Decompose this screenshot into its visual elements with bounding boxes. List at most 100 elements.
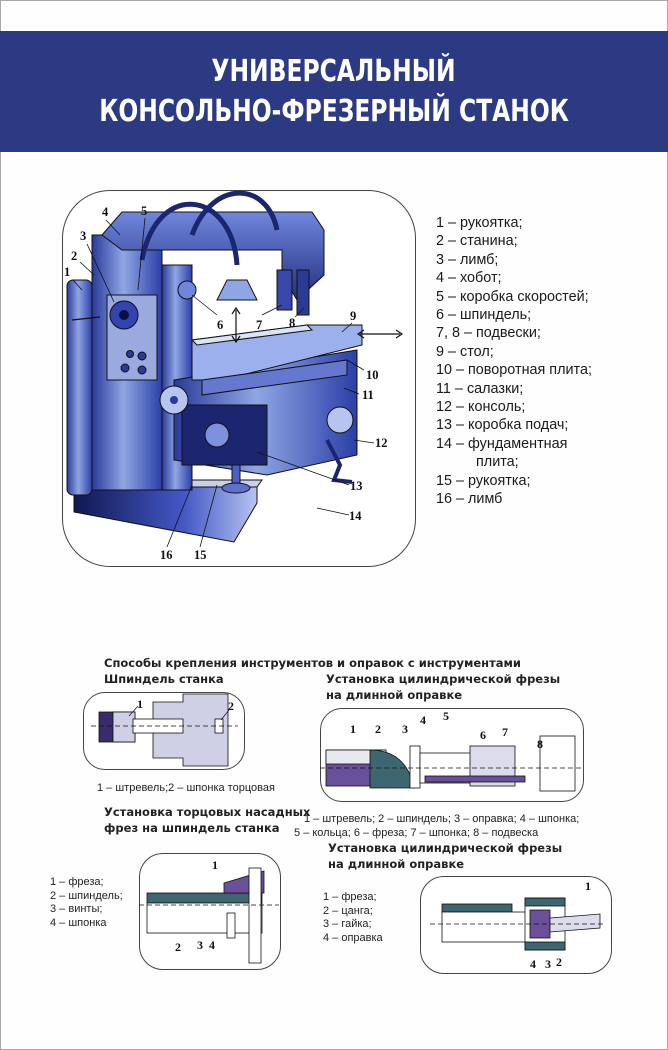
- column-rear: [66, 279, 93, 496]
- callout-9: 9: [350, 309, 356, 323]
- long-arbor-caption-2: 5 – кольца; 6 – фреза; 7 – шпонка; 8 – п…: [294, 827, 539, 839]
- face-mill-legend: 1 – фреза; 2 – шпиндель; 3 – винты; 4 – …: [50, 876, 123, 930]
- legend-item: 11 – салазки;: [436, 380, 524, 397]
- feed-dial: [204, 422, 230, 448]
- callout-7: 7: [256, 318, 262, 332]
- face-mill-callout-1: 1: [212, 858, 218, 872]
- spindle-title: Шпиндель станка: [104, 672, 224, 686]
- handwheel-hub: [170, 396, 178, 404]
- collet-title-1: Установка цилиндрической фрезы: [328, 841, 563, 855]
- legend-item: 10 – поворотная плита;: [436, 362, 592, 379]
- arbor-callout-6: 6: [480, 728, 486, 742]
- arbor-callout-8: 8: [537, 737, 543, 751]
- legend-item: 6 – шпиндель;: [436, 307, 532, 324]
- face-mill-callout-3: 3: [197, 938, 203, 952]
- milling-machine-illustration: 1 2 3 4 5 6 7 8 9 10 11 12 13 14 16 15: [64, 190, 404, 562]
- callout-8: 8: [289, 316, 295, 330]
- lamp-cable: [139, 201, 240, 266]
- dial-center: [119, 310, 129, 320]
- long-arbor-title-1: Установка цилиндрической фрезы: [326, 672, 561, 686]
- spindle-drawing: 1 2: [91, 693, 238, 767]
- legend-item: 7, 8 – подвески;: [436, 325, 541, 342]
- collet-legend-item: 2 – цанга;: [323, 904, 373, 917]
- spindle-caption: 1 – штревель;2 – шпонка торцовая: [97, 782, 275, 794]
- face-mill-title-2: фрез на шпиндель станка: [104, 821, 280, 835]
- overarm: [101, 211, 325, 301]
- title-banner: УНИВЕРСАЛЬНЫЙ КОНСОЛЬНО-ФРЕЗЕРНЫЙ СТАНОК: [0, 31, 668, 152]
- face-mill-legend-item: 3 – винты;: [50, 903, 103, 915]
- collet-callout-3: 3: [545, 957, 551, 971]
- arbor-callout-7: 7: [502, 725, 508, 739]
- collet-callout-4: 4: [530, 957, 536, 971]
- callout-1: 1: [64, 265, 70, 279]
- callout-11: 11: [362, 388, 374, 402]
- face-mill-legend-item: 2 – шпиндель;: [50, 889, 123, 902]
- arbor-callout-4: 4: [420, 713, 426, 727]
- callout-14: 14: [349, 509, 362, 523]
- knob: [137, 365, 147, 375]
- callout-2: 2: [71, 249, 77, 263]
- collet-legend: 1 – фреза; 2 – цанга; 3 – гайка; 4 – опр…: [323, 891, 383, 945]
- spindle: [177, 280, 197, 300]
- callout-4: 4: [102, 205, 109, 219]
- long-arbor-title-2: на длинной оправке: [326, 688, 463, 702]
- saddle: [201, 359, 348, 396]
- legend-item: 2 – станина;: [436, 233, 518, 250]
- arbor-callout-5: 5: [443, 709, 449, 723]
- tooling-section-title: Способы крепления инструментов и оправок…: [104, 656, 521, 670]
- callout-6: 6: [217, 318, 223, 332]
- collet-drawing: 1 2 3 4: [430, 879, 605, 971]
- callout-12: 12: [375, 436, 388, 450]
- spindle-callout-2: 2: [228, 699, 234, 713]
- spindle-callout-1: 1: [137, 697, 143, 711]
- arbor-support-7: [276, 269, 293, 311]
- face-mill-title-1: Установка торцовых насадных: [104, 805, 311, 819]
- collet-legend-item: 4 – оправка: [323, 931, 383, 944]
- face-mill-drawing: 1 2 3 4: [139, 858, 279, 964]
- knob: [126, 350, 134, 358]
- title-line-1: УНИВЕРСАЛЬНЫЙ: [211, 53, 457, 89]
- collet-callout-1: 1: [585, 879, 591, 893]
- table-top: [190, 324, 314, 346]
- callout-3: 3: [80, 229, 86, 243]
- legend-item: 14 – фундаментная: [436, 435, 568, 452]
- callout-leaders: [72, 217, 375, 548]
- arbor-callout-2: 2: [375, 722, 381, 736]
- arbor-callout-3: 3: [402, 722, 408, 736]
- lamp-cable-2: [189, 190, 280, 236]
- handwheel-right: [326, 406, 354, 434]
- face-mill-legend-item: 4 – шпонка: [50, 916, 107, 929]
- legend-item: 4 – хобот;: [436, 270, 502, 287]
- long-arbor-caption-1: 1 – штревель; 2 – шпиндель; 3 – оправка;…: [304, 813, 580, 825]
- knob: [120, 363, 130, 373]
- callout-13: 13: [350, 479, 363, 493]
- arbor-support-8: [296, 269, 310, 316]
- face-mill-callout-2: 2: [175, 940, 181, 954]
- arbor-callout-1: 1: [350, 722, 356, 736]
- title-line-2: КОНСОЛЬНО-ФРЕЗЕРНЫЙ СТАНОК: [99, 93, 569, 129]
- foundation-plate: [73, 486, 258, 543]
- legend-item: 16 – лимб: [436, 491, 503, 508]
- callout-15: 15: [194, 548, 207, 562]
- legend-item: 5 – коробка скоростей;: [436, 288, 589, 305]
- legend-item: 15 – рукоятка;: [436, 472, 531, 489]
- screw-base: [221, 482, 251, 494]
- crank-handle: [325, 439, 353, 484]
- motion-arrows: [71, 306, 404, 344]
- callout-5: 5: [141, 204, 147, 218]
- callout-16: 16: [160, 548, 173, 562]
- knob: [137, 351, 147, 361]
- long-arbor-drawing: 1 2 3 4 5 6 7 8: [320, 709, 582, 792]
- legend-item-continuation: плита;: [476, 454, 519, 471]
- lamp: [216, 279, 258, 301]
- callout-10: 10: [366, 368, 379, 382]
- legend-item: 9 – стол;: [436, 343, 494, 360]
- legend-item: 1 – рукоятка;: [436, 215, 523, 231]
- parts-legend: 1 – рукоятка; 2 – станина; 3 – лимб; 4 –…: [436, 214, 592, 509]
- collet-title-2: на длинной оправке: [328, 857, 465, 871]
- collet-legend-item: 1 – фреза;: [323, 891, 377, 903]
- collet-callout-2: 2: [556, 955, 562, 969]
- legend-item: 12 – консоль;: [436, 399, 526, 416]
- face-mill-legend-item: 1 – фреза;: [50, 876, 104, 888]
- collet-legend-item: 3 – гайка;: [323, 918, 372, 930]
